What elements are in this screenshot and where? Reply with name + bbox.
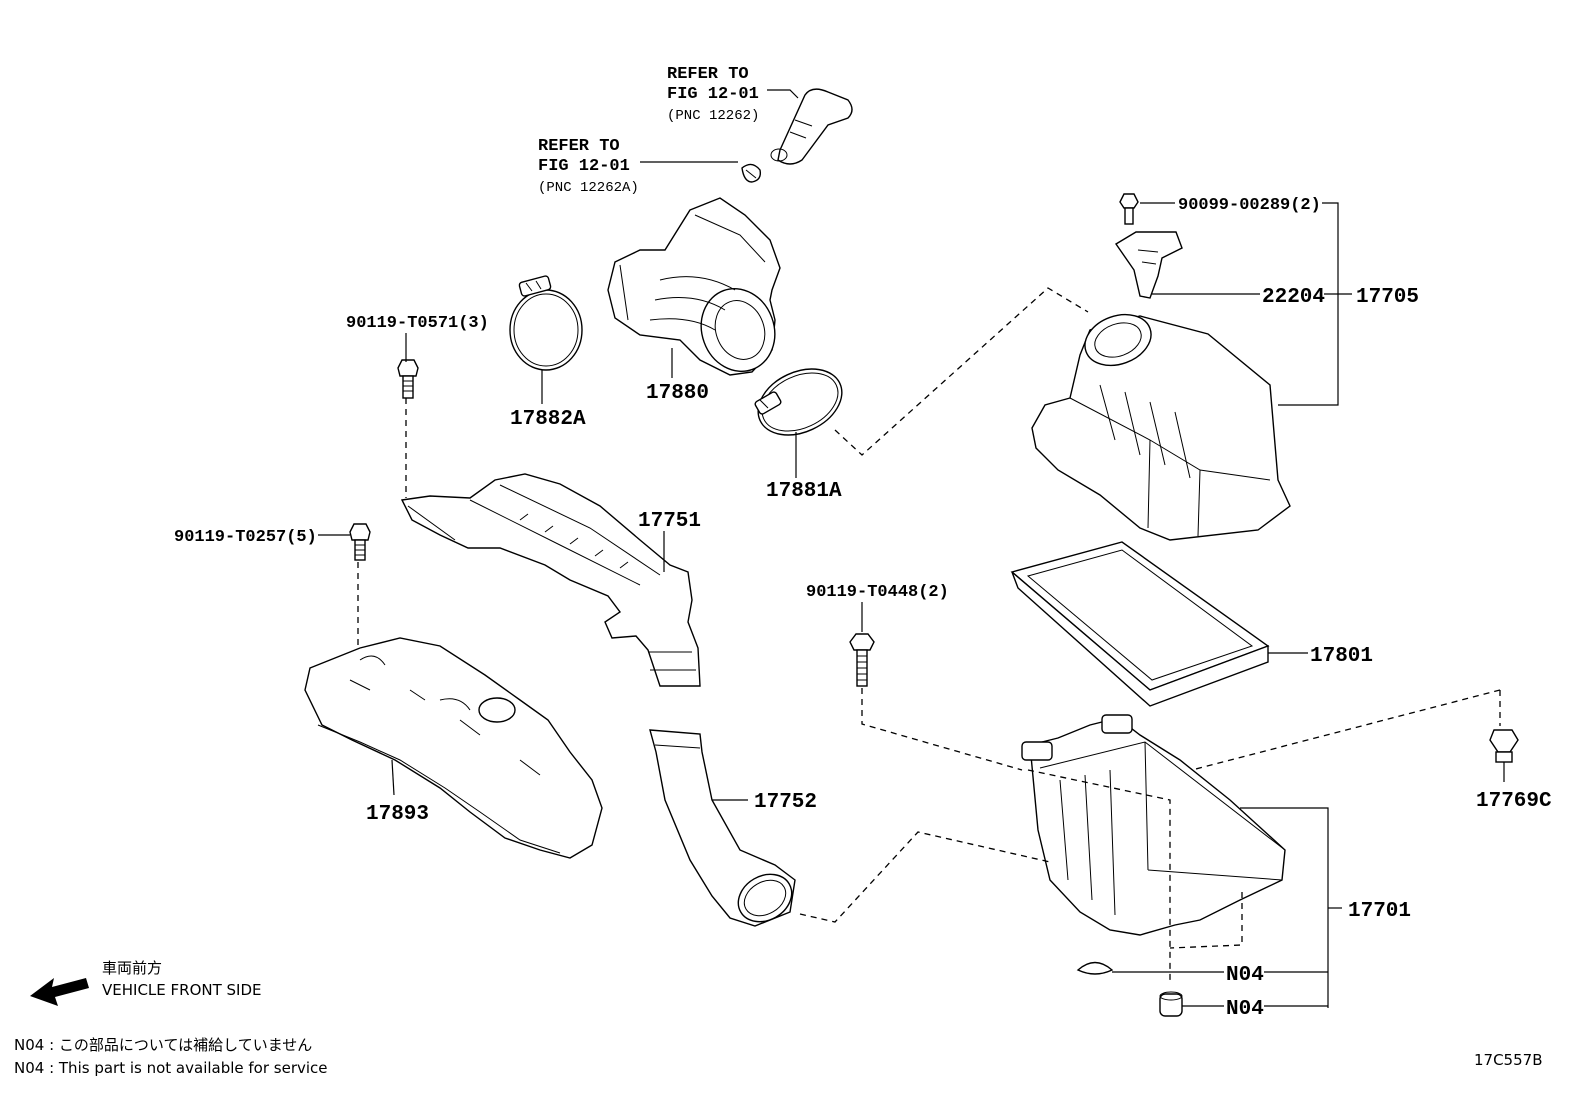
- part-label-17705[interactable]: 17705: [1356, 286, 1419, 309]
- breather-hose-drawing: [770, 88, 853, 165]
- part-label-17881A[interactable]: 17881A: [766, 480, 842, 503]
- refer-text-2-line2[interactable]: FIG 12-01: [538, 157, 630, 176]
- clamp-17882A-drawing: [509, 275, 583, 371]
- screw-90119-T0257-drawing: [349, 523, 371, 561]
- figure-code: 17C557B: [1474, 1051, 1542, 1069]
- screw-90119-T0448-drawing: [849, 633, 875, 687]
- part-label-17751[interactable]: 17751: [638, 510, 701, 533]
- vehicle-front-label-en: VEHICLE FRONT SIDE: [102, 981, 262, 999]
- part-label-17752[interactable]: 17752: [754, 791, 817, 814]
- part-label-N04-plug[interactable]: N04: [1226, 964, 1264, 987]
- part-label-17769C[interactable]: 17769C: [1476, 790, 1552, 813]
- vehicle-front-arrow-icon: [30, 978, 89, 1006]
- vehicle-front-label-jp: 車両前方: [102, 959, 162, 977]
- intake-hose-17880-drawing: [607, 197, 781, 376]
- part-label-17882A[interactable]: 17882A: [510, 408, 586, 431]
- part-label-17701[interactable]: 17701: [1348, 900, 1411, 923]
- refer-text-1-pnc: (PNC 12262): [667, 108, 759, 124]
- refer-text-1-line2[interactable]: FIG 12-01: [667, 85, 759, 104]
- assembly-dashed-lines: [357, 287, 1501, 980]
- part-label-17880[interactable]: 17880: [646, 382, 709, 405]
- hose-clip-drawing: [741, 163, 762, 183]
- part-label-N04-cap[interactable]: N04: [1226, 998, 1264, 1021]
- note-N04-en: N04 : This part is not available for ser…: [14, 1059, 328, 1077]
- part-label-17801[interactable]: 17801: [1310, 645, 1373, 668]
- grommet-17769C-drawing: [1489, 729, 1519, 763]
- refer-text-2-pnc: (PNC 12262A): [538, 180, 639, 196]
- screw-90099-00289-drawing: [1119, 193, 1139, 225]
- note-N04-jp: N04 : この部品については補給していません: [14, 1036, 312, 1054]
- part-label-90119-T0448[interactable]: 90119-T0448(2): [806, 583, 949, 602]
- refer-text-2-line1: REFER TO: [538, 137, 620, 156]
- air-inlet-17751-drawing: [400, 473, 701, 687]
- refer-text-1-line1: REFER TO: [667, 65, 749, 84]
- part-label-90119-T0571[interactable]: 90119-T0571(3): [346, 314, 489, 333]
- air-cleaner-cap-17705-drawing: [1031, 313, 1291, 541]
- part-label-90099-00289[interactable]: 90099-00289(2): [1178, 196, 1321, 215]
- part-label-17893[interactable]: 17893: [366, 803, 429, 826]
- leader-lines: [318, 89, 1505, 1008]
- plug-N04-drawing: [1076, 961, 1114, 975]
- cap-N04-drawing: [1159, 991, 1183, 1017]
- air-cleaner-case-17701-drawing: [1021, 714, 1286, 936]
- sensor-22204-drawing: [1114, 231, 1183, 299]
- air-duct-17752-drawing: [649, 729, 796, 927]
- clamp-17881A-drawing: [754, 368, 843, 436]
- filter-element-17801-drawing: [1010, 541, 1270, 707]
- screw-90119-T0571-drawing: [397, 359, 419, 399]
- part-label-90119-T0257[interactable]: 90119-T0257(5): [174, 528, 317, 547]
- resonator-17893-drawing: [304, 637, 603, 859]
- part-label-22204[interactable]: 22204: [1262, 286, 1325, 309]
